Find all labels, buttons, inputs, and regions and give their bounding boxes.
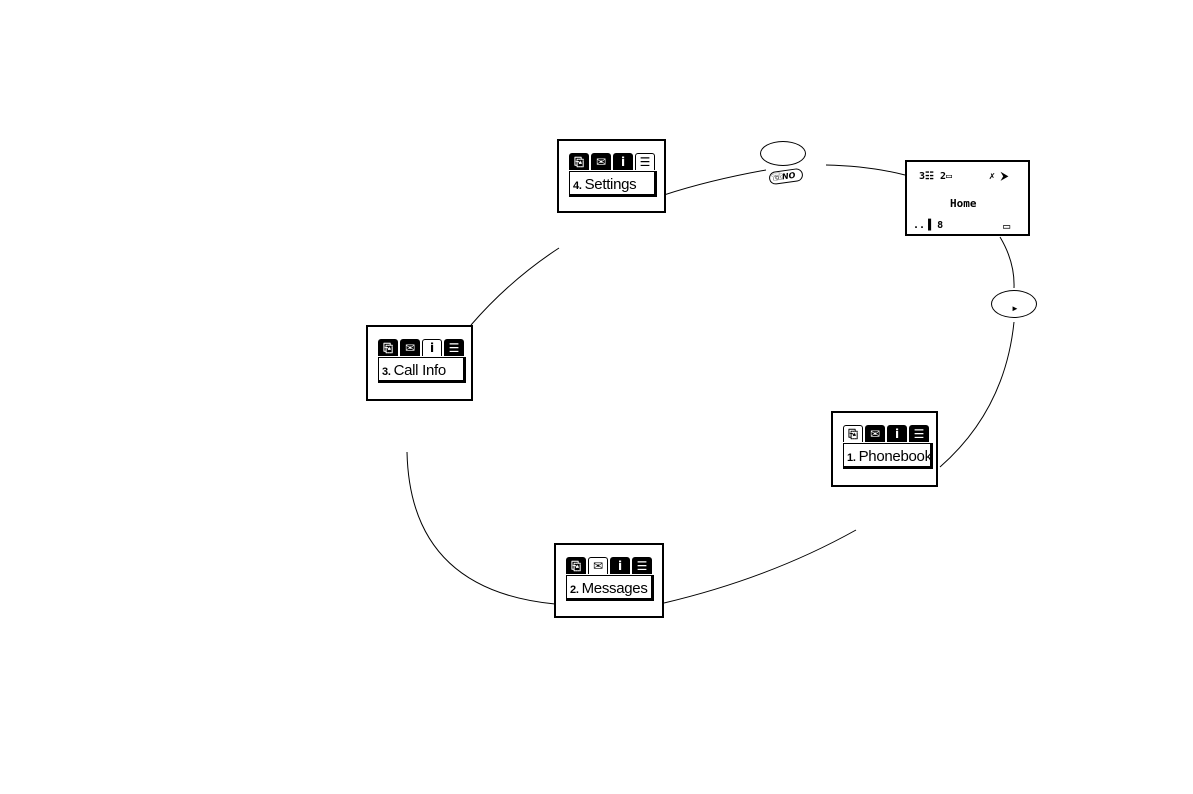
signal-indicator: ..▐ 8 bbox=[913, 220, 944, 231]
book-icon: ⎘ bbox=[569, 153, 589, 170]
handset-icon: ☏ bbox=[770, 171, 785, 184]
menu-label: Phonebook bbox=[858, 448, 933, 465]
menu-number: 3. bbox=[382, 366, 391, 378]
right-arrow-icon: ► bbox=[1011, 304, 1019, 313]
idle-screen: 3☷ 2▭ ✗ ⮞ Home ..▐ 8 ▭ bbox=[905, 160, 1030, 236]
status-top-right: ✗ ⮞ bbox=[989, 171, 1009, 182]
book-icon: ⎘ bbox=[566, 557, 586, 574]
menu-tabs: ⎘ ✉ i ☰ bbox=[569, 153, 655, 170]
menu-label: Call Info bbox=[393, 362, 447, 379]
soft-key-button[interactable] bbox=[760, 141, 806, 166]
menu-label-settings[interactable]: 4.Settings bbox=[569, 171, 657, 197]
arc-settings-to-nokey bbox=[663, 169, 767, 196]
envelope-icon: ✉ bbox=[865, 425, 885, 442]
arc-phonebook-to-messages bbox=[663, 529, 857, 604]
battery-icon: ▭ bbox=[1003, 219, 1011, 233]
menu-number: 2. bbox=[570, 584, 579, 596]
book-icon: ⎘ bbox=[843, 425, 863, 442]
info-icon: i bbox=[613, 153, 633, 170]
messages-screen: ⎘ ✉ i ☰ 2.Messages bbox=[554, 543, 664, 618]
right-arrow-key[interactable]: ► bbox=[991, 290, 1037, 318]
arc-nokey-to-idle bbox=[825, 164, 906, 176]
menu-tabs: ⎘ ✉ i ☰ bbox=[843, 425, 929, 442]
arc-rightkey-to-phonebook bbox=[939, 321, 1015, 468]
info-icon: i bbox=[422, 339, 442, 356]
settings-screen: ⎘ ✉ i ☰ 4.Settings bbox=[557, 139, 666, 213]
status-top-left: 3☷ 2▭ bbox=[919, 171, 953, 182]
book-icon: ⎘ bbox=[378, 339, 398, 356]
list-icon: ☰ bbox=[444, 339, 464, 356]
menu-tabs: ⎘ ✉ i ☰ bbox=[566, 557, 652, 574]
menu-tabs: ⎘ ✉ i ☰ bbox=[378, 339, 464, 356]
menu-label-messages[interactable]: 2.Messages bbox=[566, 575, 654, 601]
list-icon: ☰ bbox=[632, 557, 652, 574]
phonebook-screen: ⎘ ✉ i ☰ 1.Phonebook bbox=[831, 411, 938, 487]
info-icon: i bbox=[610, 557, 630, 574]
menu-label-phonebook[interactable]: 1.Phonebook bbox=[843, 443, 933, 469]
menu-number: 1. bbox=[847, 452, 856, 464]
menu-label-callinfo[interactable]: 3.Call Info bbox=[378, 357, 466, 383]
menu-label: Messages bbox=[581, 580, 648, 597]
menu-label: Settings bbox=[584, 176, 637, 193]
menu-number: 4. bbox=[573, 180, 582, 192]
list-icon: ☰ bbox=[635, 153, 655, 170]
home-text: Home bbox=[950, 197, 977, 210]
list-icon: ☰ bbox=[909, 425, 929, 442]
callinfo-screen: ⎘ ✉ i ☰ 3.Call Info bbox=[366, 325, 473, 401]
envelope-icon: ✉ bbox=[400, 339, 420, 356]
arc-idle-to-rightkey bbox=[999, 236, 1015, 289]
arc-callinfo-to-settings bbox=[470, 247, 560, 326]
arc-messages-to-callinfo bbox=[406, 451, 556, 605]
envelope-icon: ✉ bbox=[591, 153, 611, 170]
envelope-icon: ✉ bbox=[588, 557, 608, 574]
info-icon: i bbox=[887, 425, 907, 442]
